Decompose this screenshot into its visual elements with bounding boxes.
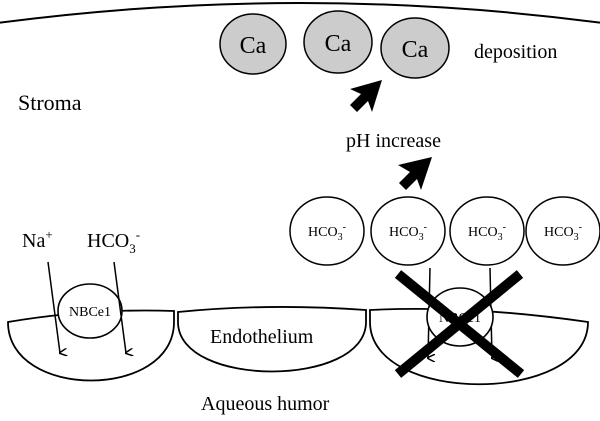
calcium-circle bbox=[303, 10, 373, 74]
blocked-cross-icon bbox=[394, 270, 525, 378]
calcium-label: Ca bbox=[325, 31, 352, 57]
sodium-transport-arrow bbox=[47, 261, 60, 353]
bicarbonate-label: HCO3- bbox=[389, 222, 427, 243]
calcium-label: Ca bbox=[402, 37, 429, 63]
calcium-label: Ca bbox=[240, 33, 267, 59]
upward-arrow-icon bbox=[350, 80, 382, 112]
bicarbonate-circle bbox=[370, 196, 446, 266]
calcium-circle bbox=[219, 13, 287, 75]
bicarbonate-pool: HCO3- HCO3- HCO3- HCO3- bbox=[289, 196, 600, 266]
bicarbonate-circle bbox=[289, 196, 365, 266]
stroma-label: Stroma bbox=[18, 90, 82, 115]
stroma-boundary bbox=[0, 2, 600, 24]
sodium-ion-label: Na+ bbox=[22, 227, 53, 252]
endothelial-cell bbox=[177, 306, 367, 373]
bicarbonate-circle bbox=[449, 196, 525, 266]
bicarbonate-label: HCO3- bbox=[308, 222, 346, 243]
deposition-label: deposition bbox=[474, 41, 557, 63]
calcium-circle bbox=[380, 17, 450, 79]
bicarbonate-label: HCO3- bbox=[468, 222, 506, 243]
endothelium-label: Endothelium bbox=[210, 326, 314, 348]
bicarbonate-transport-arrow bbox=[113, 261, 126, 353]
calcium-deposits: Ca Ca Ca bbox=[219, 10, 450, 79]
ph-increase-label: pH increase bbox=[346, 130, 441, 152]
bicarbonate-ion-label: HCO3- bbox=[87, 227, 140, 256]
nbce1-label: NBCe1 bbox=[69, 305, 111, 320]
upward-arrow-icon bbox=[398, 157, 432, 190]
nbce1-transporter bbox=[57, 283, 123, 339]
bicarbonate-label: HCO3- bbox=[544, 222, 582, 243]
aqueous-humor-label: Aqueous humor bbox=[201, 393, 330, 415]
bicarbonate-circle bbox=[525, 196, 600, 266]
